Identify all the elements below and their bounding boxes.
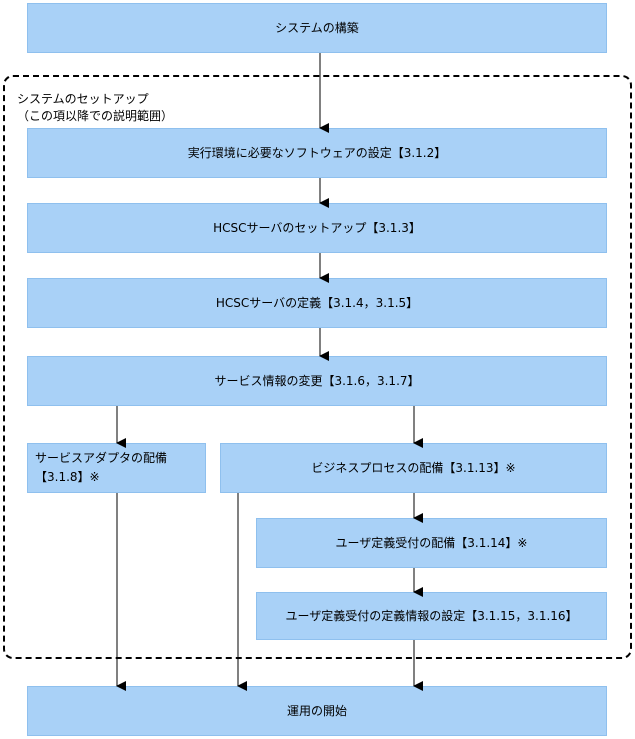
step-business-process-deploy: ビジネスプロセスの配備【3.1.13】※ xyxy=(220,443,607,493)
step-system-build-label: システムの構築 xyxy=(275,20,359,35)
step-user-reception-deploy-label: ユーザ定義受付の配備【3.1.14】※ xyxy=(335,535,528,550)
step-service-change-label: サービス情報の変更【3.1.6，3.1.7】 xyxy=(214,373,420,388)
step-hcsc-define: HCSCサーバの定義【3.1.4，3.1.5】 xyxy=(27,278,607,328)
step-hcsc-setup: HCSCサーバのセットアップ【3.1.3】 xyxy=(27,203,607,253)
step-software-config-label: 実行環境に必要なソフトウェアの設定【3.1.2】 xyxy=(187,145,447,160)
setup-scope-label: システムのセットアップ （この項以降での説明範囲） xyxy=(17,91,173,125)
adapter-label-line1: サービスアダプタの配備 xyxy=(35,451,168,466)
step-service-change: サービス情報の変更【3.1.6，3.1.7】 xyxy=(27,356,607,406)
step-hcsc-define-label: HCSCサーバの定義【3.1.4，3.1.5】 xyxy=(215,295,419,310)
step-system-build: システムの構築 xyxy=(27,3,607,53)
step-software-config: 実行環境に必要なソフトウェアの設定【3.1.2】 xyxy=(27,128,607,178)
step-user-reception-deploy: ユーザ定義受付の配備【3.1.14】※ xyxy=(256,518,607,568)
step-user-reception-info-label: ユーザ定義受付の定義情報の設定【3.1.15，3.1.16】 xyxy=(285,608,578,623)
adapter-label-line2: 【3.1.8】※ xyxy=(35,470,100,484)
step-adapter-deploy-label: サービスアダプタの配備 【3.1.8】※ xyxy=(35,449,167,486)
step-user-reception-info: ユーザ定義受付の定義情報の設定【3.1.15，3.1.16】 xyxy=(256,592,607,640)
step-operation-start: 運用の開始 xyxy=(27,686,607,736)
step-operation-start-label: 運用の開始 xyxy=(286,703,347,718)
setup-scope-title: システムのセットアップ xyxy=(17,92,149,106)
setup-scope-group xyxy=(3,75,632,659)
setup-scope-subtitle: （この項以降での説明範囲） xyxy=(17,108,174,123)
step-business-process-deploy-label: ビジネスプロセスの配備【3.1.13】※ xyxy=(311,460,516,475)
step-hcsc-setup-label: HCSCサーバのセットアップ【3.1.3】 xyxy=(213,220,421,235)
